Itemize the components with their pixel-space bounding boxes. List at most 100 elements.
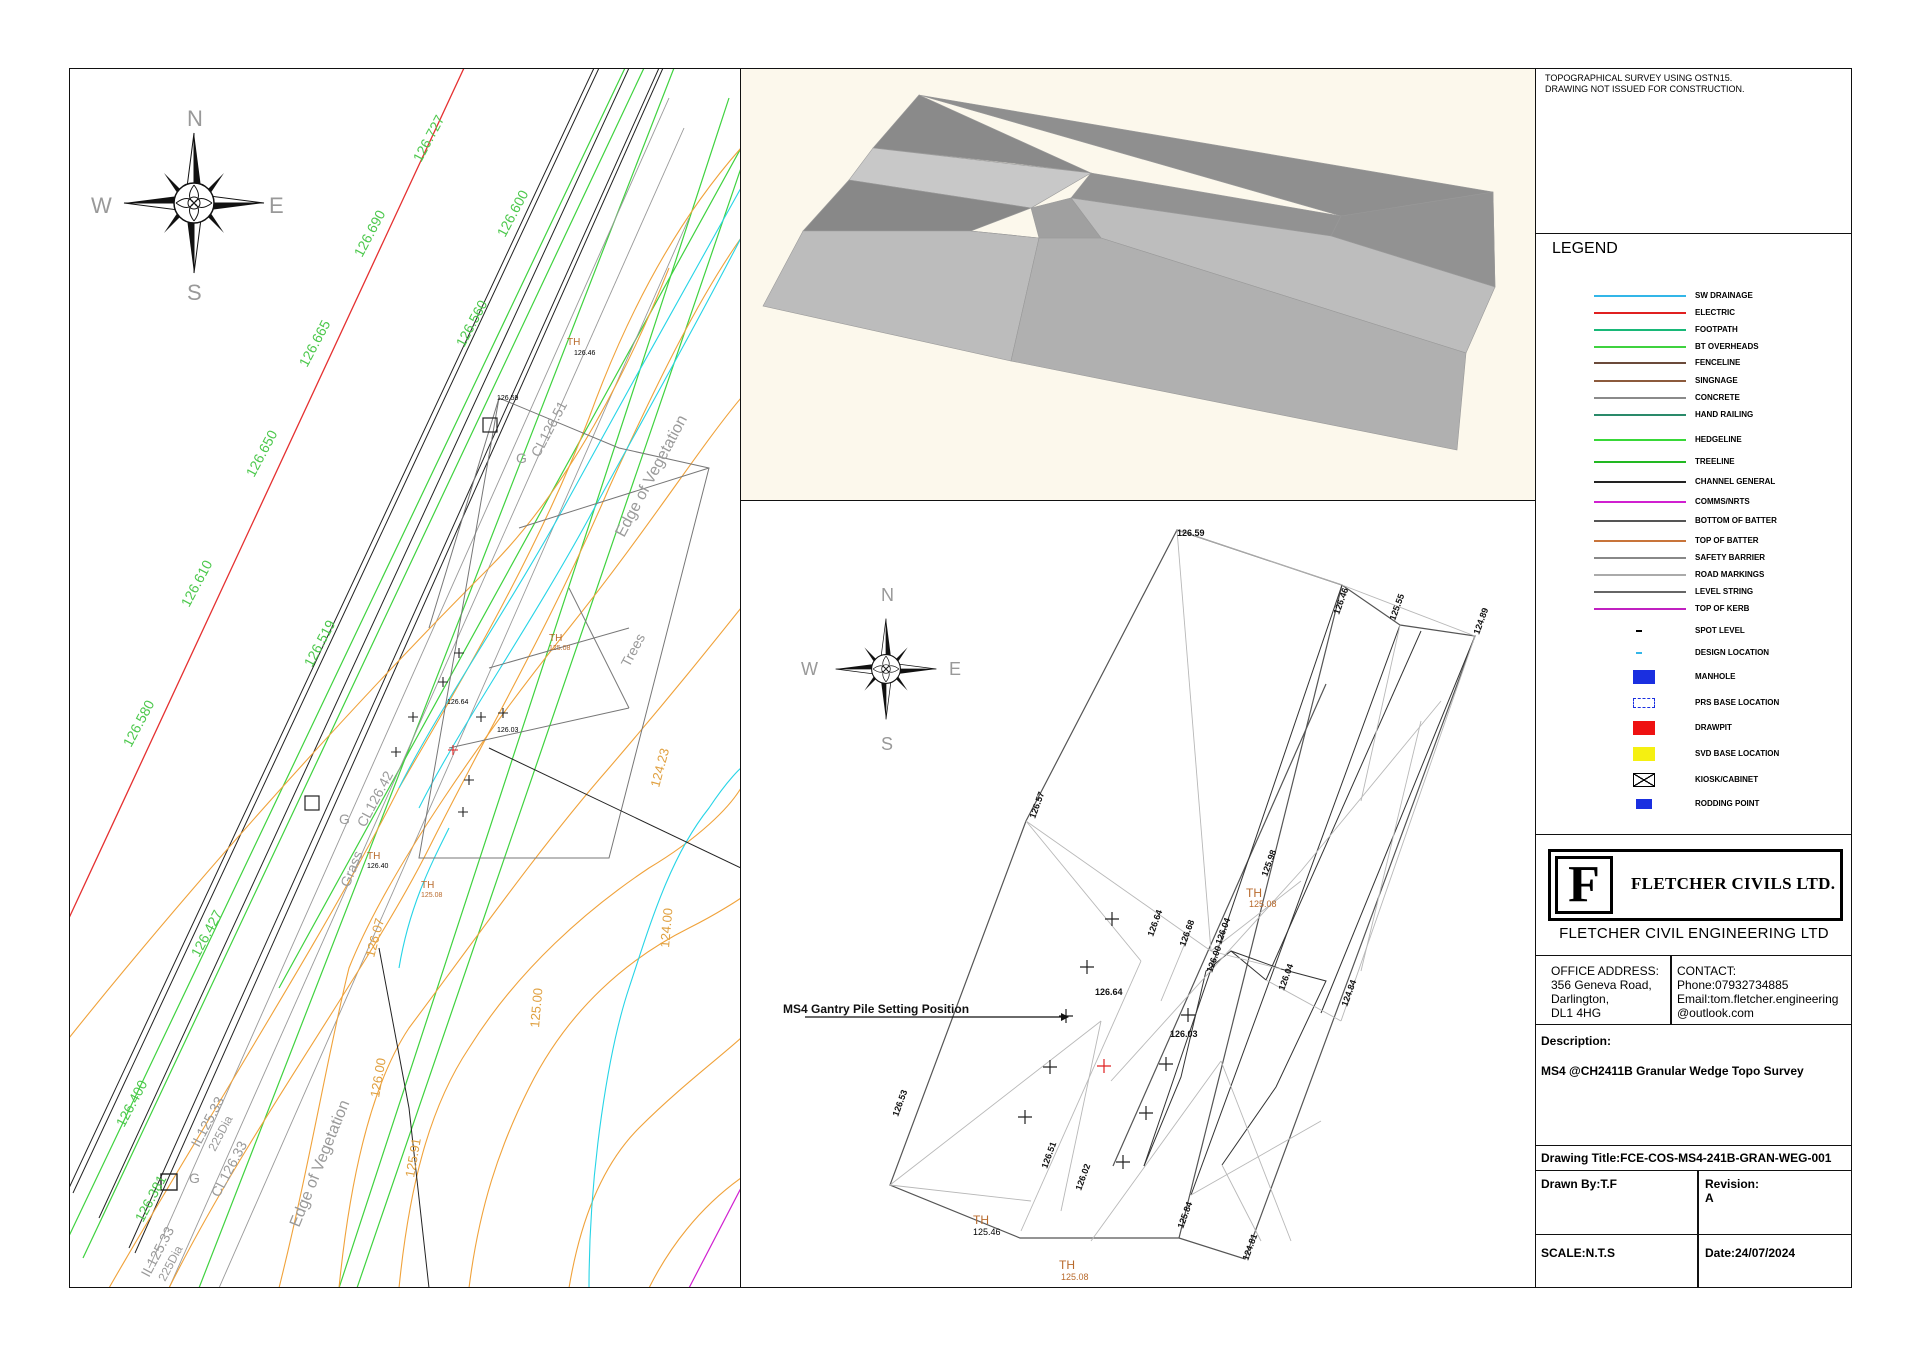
site-survey-drawing: N E S W 126.727 126.690 126.665 126.650 … xyxy=(69,68,740,1288)
legend-label: SW DRAINAGE xyxy=(1695,291,1753,300)
scale-date-box: SCALE:N.T.S Date:24/07/2024 xyxy=(1536,1235,1852,1287)
date-divider xyxy=(1697,1235,1699,1287)
legend-symbol-icon xyxy=(1594,501,1686,503)
manhole-icon xyxy=(160,1173,178,1191)
drawing-border xyxy=(69,68,1852,1288)
compass-e: E xyxy=(269,193,284,218)
level-label: 126.03 xyxy=(1170,1029,1198,1039)
legend-item: CHANNEL GENERAL xyxy=(1536,475,1852,489)
company-logo: F FLETCHER CIVILS LTD. xyxy=(1548,849,1843,921)
compass-w: W xyxy=(801,659,818,679)
description-heading: Description: xyxy=(1541,1034,1612,1048)
legend-label: ROAD MARKINGS xyxy=(1695,570,1765,579)
legend-symbol-icon xyxy=(1594,346,1686,348)
legend-symbol-icon xyxy=(1594,414,1686,416)
legend-item: MANHOLE xyxy=(1536,670,1852,684)
legend-item: HEDGELINE xyxy=(1536,433,1852,447)
th-code: TH xyxy=(367,851,380,862)
legend-symbol-icon xyxy=(1594,481,1686,483)
green-survey-lines xyxy=(69,68,740,1288)
legend-label: SINGNAGE xyxy=(1695,376,1738,385)
revision-label: Revision: xyxy=(1705,1177,1760,1191)
compass-s: S xyxy=(187,280,202,305)
contact-line: Phone:07932734885 xyxy=(1677,978,1789,992)
site-survey-plan: N E S W 126.727 126.690 126.665 126.650 … xyxy=(69,68,741,1288)
th-level: 125.08 xyxy=(421,892,443,899)
contour-label: 124.00 xyxy=(657,907,675,948)
contact-line: Email:tom.fletcher.engineering xyxy=(1677,992,1839,1006)
gully-label: G xyxy=(339,811,350,827)
legend-item: RODDING POINT xyxy=(1536,797,1852,811)
legend-symbol-icon xyxy=(1594,312,1686,314)
legend-label: TOP OF KERB xyxy=(1695,604,1750,613)
date: Date:24/07/2024 xyxy=(1705,1246,1796,1260)
level-label: 126.59 xyxy=(1177,528,1205,538)
address-divider xyxy=(1670,956,1672,1025)
legend-symbol-icon xyxy=(1594,574,1686,576)
ms4-plan-detail: N E S W MS4 Gantry Pile Setting Position… xyxy=(741,501,1535,1288)
contour-label: 126.00 xyxy=(367,1057,389,1099)
legend-item: KIOSK/CABINET xyxy=(1536,773,1852,787)
legend-label: FOOTPATH xyxy=(1695,325,1738,334)
spot-level: 126.59 xyxy=(497,395,519,402)
drawpit-marker xyxy=(1097,1059,1111,1073)
spot-level: 126.64 xyxy=(447,699,469,706)
legend-symbol-icon xyxy=(1633,721,1655,735)
legend-symbol-icon xyxy=(1594,397,1686,399)
pile-markers xyxy=(391,648,508,817)
company-box: F FLETCHER CIVILS LTD. FLETCHER CIVIL EN… xyxy=(1536,835,1852,956)
spot-levels: 126.64 126.03 126.59 xyxy=(447,395,519,734)
3d-surface-view xyxy=(741,68,1535,501)
channel-line xyxy=(488,747,740,869)
logo-name: FLETCHER CIVILS LTD. xyxy=(1631,874,1836,893)
th-level: 126.46 xyxy=(574,350,596,357)
drawn-by: Drawn By:T.F xyxy=(1541,1177,1618,1191)
th-level: 125.08 xyxy=(1249,899,1277,909)
gully-label: G xyxy=(516,450,527,466)
legend-label: TREELINE xyxy=(1695,457,1735,466)
logo-letter: F xyxy=(1555,856,1613,914)
legend-symbol-icon xyxy=(1594,557,1686,559)
contour-label: 125.00 xyxy=(527,987,545,1028)
legend-item: SW DRAINAGE xyxy=(1536,289,1852,303)
legend-label: CONCRETE xyxy=(1695,393,1740,402)
legend-label: SPOT LEVEL xyxy=(1695,626,1745,635)
th-level: 126.40 xyxy=(367,863,389,870)
legend-item: ROAD MARKINGS xyxy=(1536,568,1852,582)
plan-drawing: N E S W MS4 Gantry Pile Setting Position… xyxy=(783,528,1490,1282)
legend-item: LEVEL STRING xyxy=(1536,585,1852,599)
compass-w: W xyxy=(91,193,112,218)
legend-symbol-icon xyxy=(1633,773,1655,787)
wedge-outline xyxy=(889,529,1476,1260)
th-level: 125.46 xyxy=(973,1227,1001,1237)
legend-symbol-icon xyxy=(1594,439,1686,441)
gully-label: G xyxy=(189,1170,200,1186)
callout-label: MS4 Gantry Pile Setting Position xyxy=(783,1002,969,1016)
th-code: TH xyxy=(1246,886,1262,900)
3d-model-drawing xyxy=(762,94,1496,451)
legend-label: TOP OF BATTER xyxy=(1695,536,1759,545)
legend-label: ELECTRIC xyxy=(1695,308,1735,317)
th-level: 125.08 xyxy=(1061,1272,1089,1282)
legend-symbol-icon xyxy=(1633,698,1655,708)
legend-symbol-icon xyxy=(1594,608,1686,610)
legend-title: LEGEND xyxy=(1552,240,1618,257)
compass-n: N xyxy=(187,106,203,131)
description-box: Description: MS4 @CH2411B Granular Wedge… xyxy=(1536,1025,1852,1146)
legend-label: DRAWPIT xyxy=(1695,723,1732,732)
legend-label: HAND RAILING xyxy=(1695,410,1754,419)
drawpit-marker xyxy=(448,745,458,755)
th-code: TH xyxy=(973,1213,989,1227)
level-strings xyxy=(1143,584,1476,1196)
contact-heading: CONTACT: xyxy=(1677,964,1737,978)
revision-value: A xyxy=(1705,1191,1714,1205)
legend-item: ELECTRIC xyxy=(1536,306,1852,320)
th-level: 125.08 xyxy=(549,645,571,652)
channel-line-2 xyxy=(378,947,430,1288)
legend-label: RODDING POINT xyxy=(1695,799,1760,808)
legend-item: COMMS/NRTS xyxy=(1536,495,1852,509)
legend-item: SPOT LEVEL xyxy=(1536,624,1852,638)
legend-label: SAFETY BARRIER xyxy=(1695,553,1766,562)
drawn-by-box: Drawn By:T.F Revision: A xyxy=(1536,1171,1852,1235)
legend-symbol-icon xyxy=(1636,652,1642,654)
